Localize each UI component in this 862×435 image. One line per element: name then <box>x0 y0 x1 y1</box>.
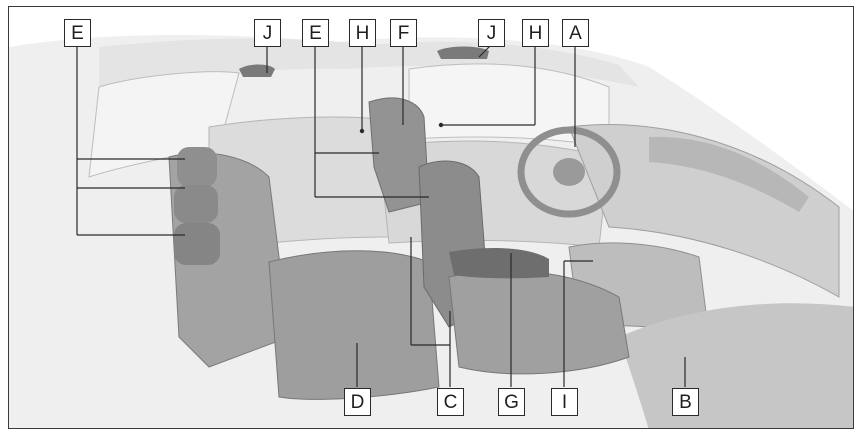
callout-c: C <box>437 388 464 416</box>
callout-g: G <box>498 388 525 416</box>
callout-e-top-left: E <box>64 19 91 47</box>
callout-f: F <box>390 19 417 47</box>
diagram-frame: E J E H F J H A D C G I B <box>8 6 854 429</box>
callout-a: A <box>562 19 589 47</box>
callout-b: B <box>672 388 699 416</box>
callout-j-right: J <box>478 19 505 47</box>
callout-j-left: J <box>254 19 281 47</box>
car-interior-illustration <box>9 7 854 429</box>
callout-i: I <box>551 388 578 416</box>
callout-d: D <box>344 388 371 416</box>
callout-h-right: H <box>522 19 549 47</box>
callout-h-left: H <box>349 19 376 47</box>
callout-e-center: E <box>302 19 329 47</box>
